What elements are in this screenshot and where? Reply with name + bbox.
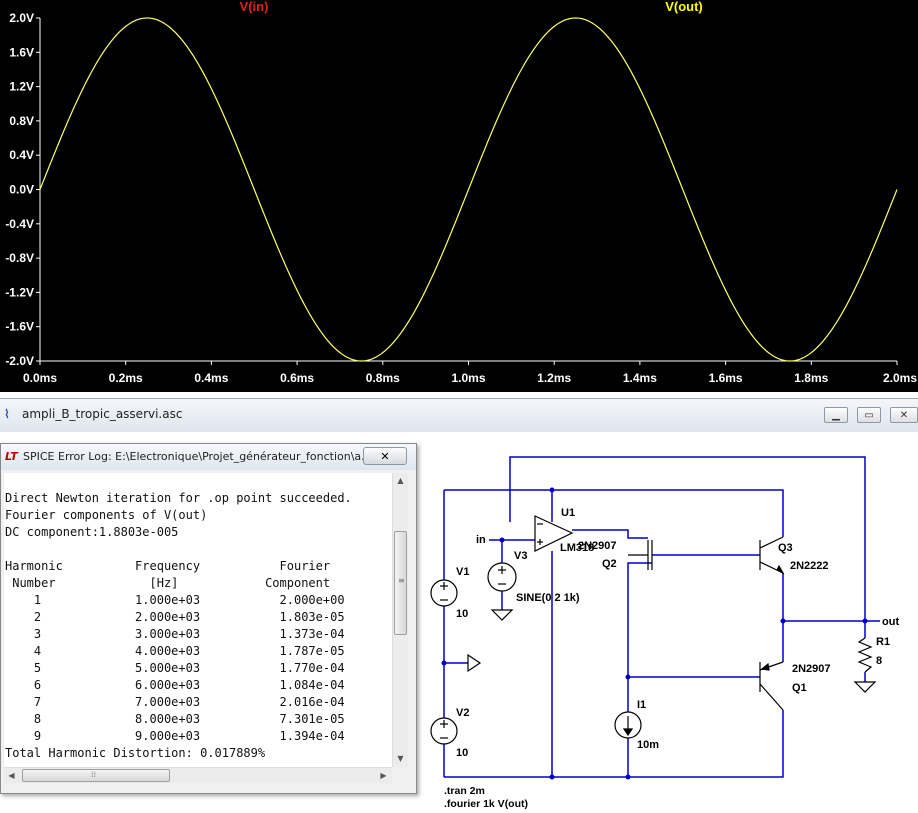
x-tick-label: 0.4ms (194, 371, 228, 385)
y-tick-label: 1.2V (9, 80, 34, 94)
i1-value-label[interactable]: 10m (637, 739, 659, 751)
x-tick-label: 1.8ms (794, 371, 828, 385)
trace-label-vout[interactable]: V(out) (665, 0, 703, 14)
error-log-text-area[interactable]: Direct Newton iteration for .op point su… (4, 473, 392, 767)
error-log-line: 3 3.000e+03 1.373e-04 (5, 627, 345, 641)
error-log-line: 8 8.000e+03 7.301e-05 (5, 712, 345, 726)
scroll-left-icon[interactable]: ◀ (8, 771, 15, 780)
ltspice-logo-icon: LT (5, 450, 18, 463)
error-log-line: Total Harmonic Distortion: 0.017889% (5, 746, 266, 760)
r1-label[interactable]: R1 (876, 636, 890, 648)
x-tick-label: 0.2ms (109, 371, 143, 385)
maximize-button[interactable]: ▭ (857, 407, 881, 423)
error-log-line: 9 9.000e+03 1.394e-04 (5, 729, 345, 743)
v1-value-label[interactable]: 10 (456, 608, 468, 620)
waveform-plot[interactable]: 2.0V 1.6V 1.2V 0.8V 0.4V 0.0V -0.4V -0.8V -1.2V -… (0, 0, 918, 392)
u1-label[interactable]: U1 (561, 507, 575, 519)
q3-model-label[interactable]: 2N2222 (790, 560, 829, 572)
error-log-close-button[interactable]: ✕ (363, 447, 407, 465)
q2-label[interactable]: Q2 (602, 558, 617, 570)
grip-icon: ≡ (398, 576, 405, 585)
x-tick-label: 0.8ms (366, 371, 400, 385)
scroll-up-icon[interactable]: ▲ (397, 476, 404, 485)
x-tick-label: 2.0ms (883, 371, 917, 385)
error-log-line: 4 4.000e+03 1.787e-05 (5, 644, 345, 658)
error-log-line: 6 6.000e+03 1.084e-04 (5, 678, 345, 692)
horizontal-scroll-thumb[interactable]: ⁞⁞ (22, 769, 170, 782)
waveform-plot-pane[interactable]: 2.0V 1.6V 1.2V 0.8V 0.4V 0.0V -0.4V -0.8V -1.2V -… (0, 0, 918, 392)
error-log-line: Direct Newton iteration for .op point su… (5, 491, 352, 505)
x-tick-label: 1.6ms (709, 371, 743, 385)
x-axis-ticks: 0.0ms 0.2ms 0.4ms 0.6ms 0.8ms 1.0ms 1.2ms 1.4ms… (23, 361, 917, 385)
plot-frame (39, 18, 897, 362)
minimize-button[interactable]: ▁ (824, 407, 848, 423)
y-tick-label: -1.2V (5, 285, 34, 299)
tran-directive[interactable]: .tran 2m (444, 785, 485, 797)
error-log-text: Direct Newton iteration for .op point su… (5, 473, 352, 762)
error-log-line: Harmonic Frequency Fourier (5, 559, 331, 573)
error-log-line: Number [Hz] Component (5, 576, 331, 590)
q3-label[interactable]: Q3 (778, 542, 793, 554)
close-button[interactable]: ✕ (890, 407, 918, 423)
trace-vout-line[interactable] (39, 17, 898, 362)
y-tick-label: -0.8V (5, 251, 34, 265)
schematic-junctions (441, 487, 868, 780)
y-tick-label: -2.0V (5, 354, 34, 368)
schematic-app-icon: ⌇ (4, 407, 10, 421)
schematic-titlebar[interactable]: ⌇ ampli_B_tropic_asservi.asc ▁ ▭ ✕ (0, 398, 918, 432)
error-log-line: 5 5.000e+03 1.770e-04 (5, 661, 345, 675)
y-tick-label: 2.0V (9, 11, 34, 25)
net-label-in[interactable]: in (476, 534, 486, 546)
scroll-down-icon[interactable]: ▼ (397, 754, 404, 763)
schematic-canvas[interactable]: U1 LM318 in V3 SINE(0 2 1k) V1 10 V2 10 … (0, 432, 918, 813)
error-log-line: 2 2.000e+03 1.803e-05 (5, 610, 345, 624)
error-log-vertical-scrollbar[interactable]: ▲ ≡ ▼ (392, 473, 408, 767)
x-tick-label: 1.2ms (537, 371, 571, 385)
v2-label[interactable]: V2 (456, 707, 469, 719)
v1-label[interactable]: V1 (456, 566, 469, 578)
y-tick-label: 0.8V (9, 114, 34, 128)
error-log-horizontal-scrollbar[interactable]: ◀ ⁞⁞ ▶ (4, 767, 392, 783)
error-log-title: SPICE Error Log: E:\Electronique\Projet_… (23, 450, 372, 463)
scroll-right-icon[interactable]: ▶ (380, 771, 387, 780)
v3-label[interactable]: V3 (514, 550, 527, 562)
y-axis-ticks: 2.0V 1.6V 1.2V 0.8V 0.4V 0.0V -0.4V -0.8V -1.2V -… (5, 11, 40, 368)
y-tick-label: -0.4V (5, 217, 34, 231)
y-tick-label: -1.6V (5, 320, 34, 334)
u1-model-label[interactable]: LM318 (560, 542, 594, 554)
error-log-line: 7 7.000e+03 2.016e-04 (5, 695, 345, 709)
v2-value-label[interactable]: 10 (456, 747, 468, 759)
q1-label[interactable]: Q1 (792, 682, 807, 694)
x-tick-label: 1.0ms (451, 371, 485, 385)
error-log-titlebar[interactable]: LT SPICE Error Log: E:\Electronique\Proj… (1, 444, 416, 470)
i1-label[interactable]: I1 (637, 699, 646, 711)
schematic-wires (443, 456, 880, 778)
schematic-title: ampli_B_tropic_asservi.asc (22, 407, 183, 421)
grip-icon: ⁞⁞ (91, 770, 97, 779)
y-tick-label: 0.0V (9, 183, 34, 197)
trace-label-vin[interactable]: V(in) (240, 0, 269, 14)
error-log-line: 1 1.000e+03 2.000e+00 (5, 593, 345, 607)
q2-model-label[interactable]: 2N2907 (578, 540, 617, 552)
fourier-directive[interactable]: .fourier 1k V(out) (444, 798, 528, 810)
net-label-out[interactable]: out (882, 616, 899, 628)
q1-model-label[interactable]: 2N2907 (792, 663, 831, 675)
v3-value-label[interactable]: SINE(0 2 1k) (516, 592, 580, 604)
y-tick-label: 1.6V (9, 45, 34, 59)
vertical-scroll-thumb[interactable]: ≡ (394, 531, 407, 635)
r1-value-label[interactable]: 8 (876, 655, 882, 667)
spice-error-log-dialog[interactable]: LT SPICE Error Log: E:\Electronique\Proj… (0, 443, 417, 794)
x-tick-label: 0.0ms (23, 371, 57, 385)
schematic-components (430, 515, 877, 745)
x-tick-label: 1.4ms (623, 371, 657, 385)
y-tick-label: 0.4V (9, 148, 34, 162)
x-tick-label: 0.6ms (280, 371, 314, 385)
error-log-line: Fourier components of V(out) (5, 508, 208, 522)
error-log-line: DC component:1.8803e-005 (5, 525, 179, 539)
